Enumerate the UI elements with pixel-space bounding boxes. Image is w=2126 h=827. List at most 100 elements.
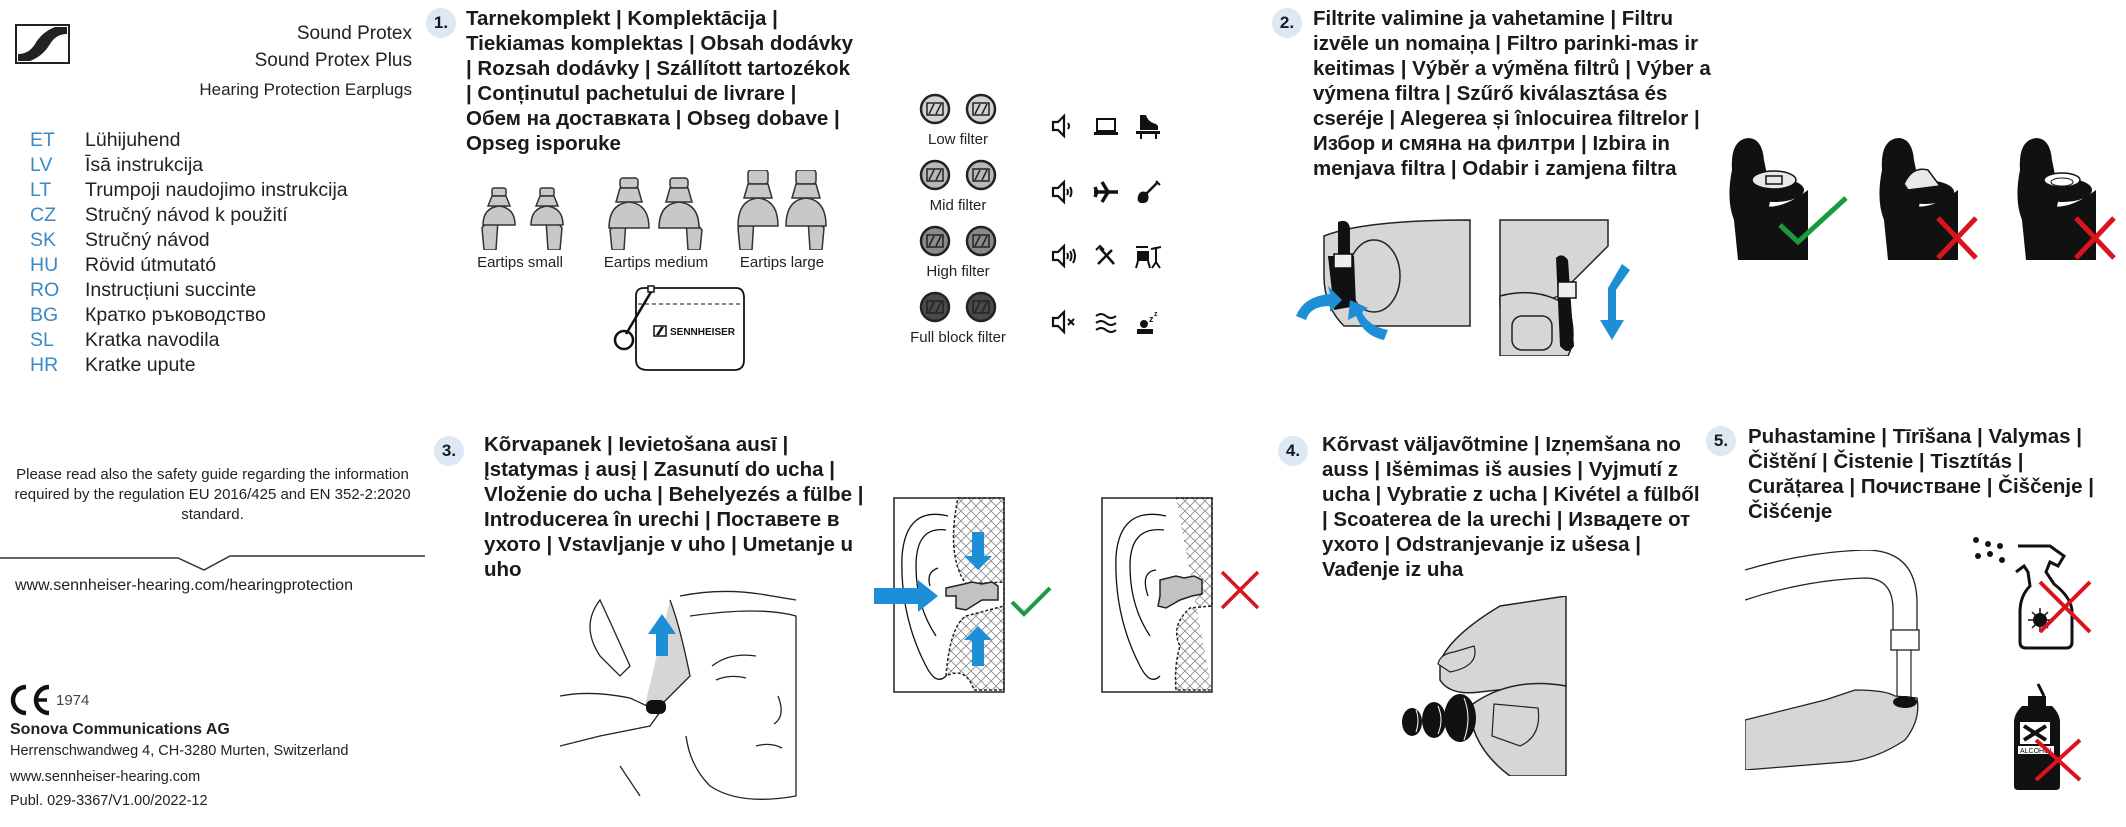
language-code: LT <box>30 179 52 201</box>
svg-text:z: z <box>1154 311 1158 318</box>
step-badge: 3. <box>434 436 464 466</box>
language-title: Lühijuhend <box>85 129 181 151</box>
product-name: Sound Protex <box>296 23 412 44</box>
language-item: SL Kratka navodila <box>30 328 348 353</box>
language-list: ET Lühijuhend LV Īsā instrukcija LT Trumpoj… <box>30 128 348 378</box>
filter-correct-example <box>1729 138 1848 260</box>
ear-insertion-illustration <box>560 590 797 800</box>
language-code: HU <box>30 254 59 276</box>
step-heading: Puhastamine | Tīrīšana | Valymas | Čiště… <box>1748 425 2094 523</box>
language-item: HR Kratke upute <box>30 353 348 378</box>
language-code: LV <box>30 154 53 176</box>
step-badge: 2. <box>1272 8 1302 38</box>
step-badge: 4. <box>1278 436 1308 466</box>
speaker-low-icon <box>1051 113 1070 139</box>
language-item: BG Кратко ръководство <box>30 303 348 328</box>
filter-item: Low filter <box>888 92 1028 148</box>
airplane-icon <box>1093 181 1118 203</box>
filter-tilted-example <box>1879 138 1978 260</box>
language-item: LT Trumpoji naudojimo instrukcija <box>30 178 348 203</box>
language-title: Kratke upute <box>85 354 196 376</box>
water-icon <box>1095 313 1117 333</box>
product-name-plus: Sound Protex Plus <box>254 50 412 71</box>
icon-row-mid <box>1050 178 1162 206</box>
guitar-icon <box>1137 180 1161 204</box>
eartips-illustration <box>481 170 827 250</box>
company-website-link[interactable]: www.sennheiser-hearing.com <box>10 769 201 785</box>
cross-icon <box>1220 570 1260 610</box>
language-title: Кратко ръководство <box>85 304 266 326</box>
hearing-protection-link[interactable]: www.sennheiser-hearing.com/hearingprotec… <box>15 577 353 594</box>
piano-icon <box>1136 115 1160 139</box>
language-item: CZ Stručný návod k použití <box>30 203 348 228</box>
filter-disc <box>919 93 951 125</box>
language-code: CZ <box>30 204 56 226</box>
language-item: HU Rövid útmutató <box>30 253 348 278</box>
filter-label: Full block filter <box>910 329 1006 346</box>
speaker-high-icon <box>1051 243 1076 269</box>
step-heading: Kõrvapanek | Ievietošana ausī | Įstatyma… <box>484 433 864 581</box>
filter-discs-icon <box>919 291 997 323</box>
eartips-large-label: Eartips large <box>739 254 825 271</box>
language-title: Kratka navodila <box>85 329 220 351</box>
ce-marking: 1974 <box>10 683 89 717</box>
language-code: SL <box>30 329 54 351</box>
filter-label: High filter <box>926 263 990 280</box>
filter-disc <box>919 159 951 191</box>
language-title: Stručný návod k použití <box>85 204 288 226</box>
language-code: ET <box>30 129 55 151</box>
language-title: Rövid útmutató <box>85 254 217 276</box>
step-heading: Filtrite valimine ja vahetamine | Filtru… <box>1313 7 1711 180</box>
product-subtitle: Hearing Protection Earplugs <box>199 80 412 99</box>
publication-number: Publ. 029-3367/V1.00/2022-12 <box>10 793 208 809</box>
step-heading: Tarnekomplekt | Komplektācija | Tiekiama… <box>466 7 854 155</box>
language-code: HR <box>30 354 59 376</box>
pouch-brand-text: SENNHEISER <box>670 327 736 338</box>
no-disinfectant-spray-icon <box>1973 537 2092 650</box>
language-title: Īsā instrukcija <box>85 154 204 176</box>
filter-insert-illustration <box>1296 219 1471 340</box>
filter-disc <box>965 93 997 125</box>
filter-disc <box>965 159 997 191</box>
language-title: Trumpoji naudojimo instrukcija <box>85 179 348 201</box>
earplug-removal-illustration <box>1402 596 1567 776</box>
icon-row-high <box>1050 242 1162 270</box>
filter-label: Low filter <box>927 131 989 148</box>
divider-notch <box>0 555 425 571</box>
eartip-small-icon <box>481 187 516 250</box>
language-title: Instrucțiuni succinte <box>85 279 257 301</box>
notified-body-number: 1974 <box>56 691 90 709</box>
drums-icon <box>1135 246 1162 269</box>
svg-text:z: z <box>1149 314 1154 324</box>
filter-item: Full block filter <box>888 290 1028 346</box>
ce-mark-icon <box>10 684 50 716</box>
checkmark-icon <box>1010 586 1052 617</box>
sennheiser-logo <box>15 24 70 64</box>
filter-seating-comparison <box>1729 138 2116 260</box>
ear-incorrect-fit-illustration <box>1101 497 1213 693</box>
language-item: LV Īsā instrukcija <box>30 153 348 178</box>
rinse-under-tap-illustration <box>1745 550 1920 770</box>
tools-icon <box>1095 244 1115 265</box>
language-code: BG <box>30 304 59 326</box>
company-name: Sonova Communications AG <box>10 721 230 738</box>
carry-pouch-illustration: SENNHEISER <box>613 285 745 371</box>
no-alcohol-icon: ALCOHOL <box>2014 683 2082 790</box>
company-address: Herrenschwandweg 4, CH-3280 Murten, Swit… <box>10 743 349 759</box>
safety-note: Please read also the safety guide regard… <box>14 466 411 523</box>
step-heading: Kõrvast väljavõtmine | Izņemšana no auss… <box>1322 433 1700 581</box>
filter-disc <box>965 225 997 257</box>
eartips-small-label: Eartips small <box>477 254 563 271</box>
filter-disc <box>965 291 997 323</box>
language-title: Stručný návod <box>85 229 210 251</box>
filter-disc <box>919 291 951 323</box>
filter-disc <box>919 225 951 257</box>
step-badge: 1. <box>426 8 456 38</box>
alcohol-label: ALCOHOL <box>2020 748 2054 755</box>
language-item: ET Lühijuhend <box>30 128 348 153</box>
filter-remove-illustration <box>1499 219 1630 356</box>
